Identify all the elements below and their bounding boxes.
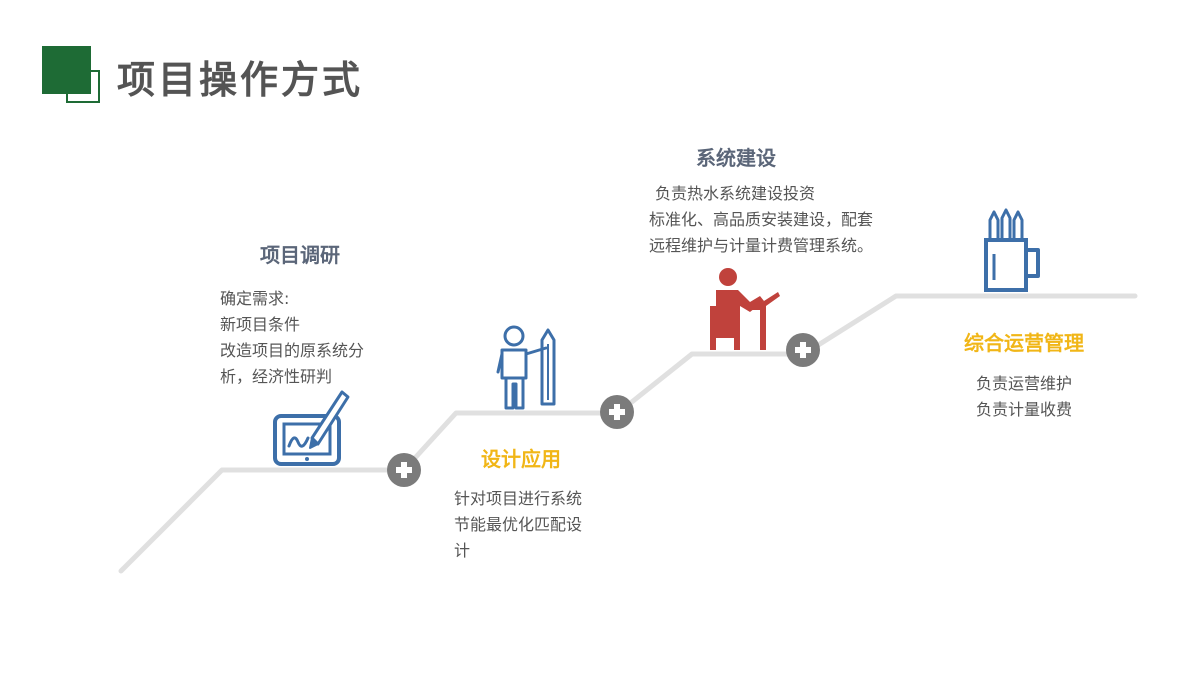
description-line: 确定需求: xyxy=(220,289,290,308)
plus-marker xyxy=(786,333,820,367)
tablet-pen-icon xyxy=(273,390,350,466)
description-line: 标准化、高品质安装建设，配套 xyxy=(649,210,874,229)
page-title: 项目操作方式 xyxy=(117,58,364,102)
step-description: 针对项目进行系统 节能最优化匹配设 计 xyxy=(454,486,582,564)
step-description: 确定需求: 新项目条件 改造项目的原系统分 析，经济性研判 xyxy=(220,286,364,390)
step-title: 系统建设 xyxy=(696,146,776,170)
step-title: 项目调研 xyxy=(260,243,340,267)
cup-pencils-icon xyxy=(984,208,1040,292)
logo-outline xyxy=(66,70,100,103)
step-description: 负责运营维护 负责计量收费 xyxy=(976,371,1072,423)
description-line: 新项目条件 xyxy=(220,315,301,334)
step-title: 综合运营管理 xyxy=(964,331,1084,355)
description-line: 改造项目的原系统分 xyxy=(220,341,365,360)
plus-marker xyxy=(600,395,634,429)
description-line: 计 xyxy=(454,541,471,560)
person-desk-icon xyxy=(710,268,780,350)
person-pencil-icon xyxy=(496,325,556,410)
description-line: 节能最优化匹配设 xyxy=(454,515,583,534)
description-line: 针对项目进行系统 xyxy=(454,489,583,508)
step-title: 设计应用 xyxy=(481,447,561,471)
description-line: 负责计量收费 xyxy=(976,400,1073,419)
description-line: 负责运营维护 xyxy=(976,374,1073,393)
step-description: 负责热水系统建设投资 标准化、高品质安装建设，配套 远程维护与计量计费管理系统。 xyxy=(649,181,873,259)
description-line: 析，经济性研判 xyxy=(220,367,333,386)
description-line: 远程维护与计量计费管理系统。 xyxy=(649,236,874,255)
plus-marker xyxy=(387,453,421,487)
description-line: 负责热水系统建设投资 xyxy=(655,184,816,203)
